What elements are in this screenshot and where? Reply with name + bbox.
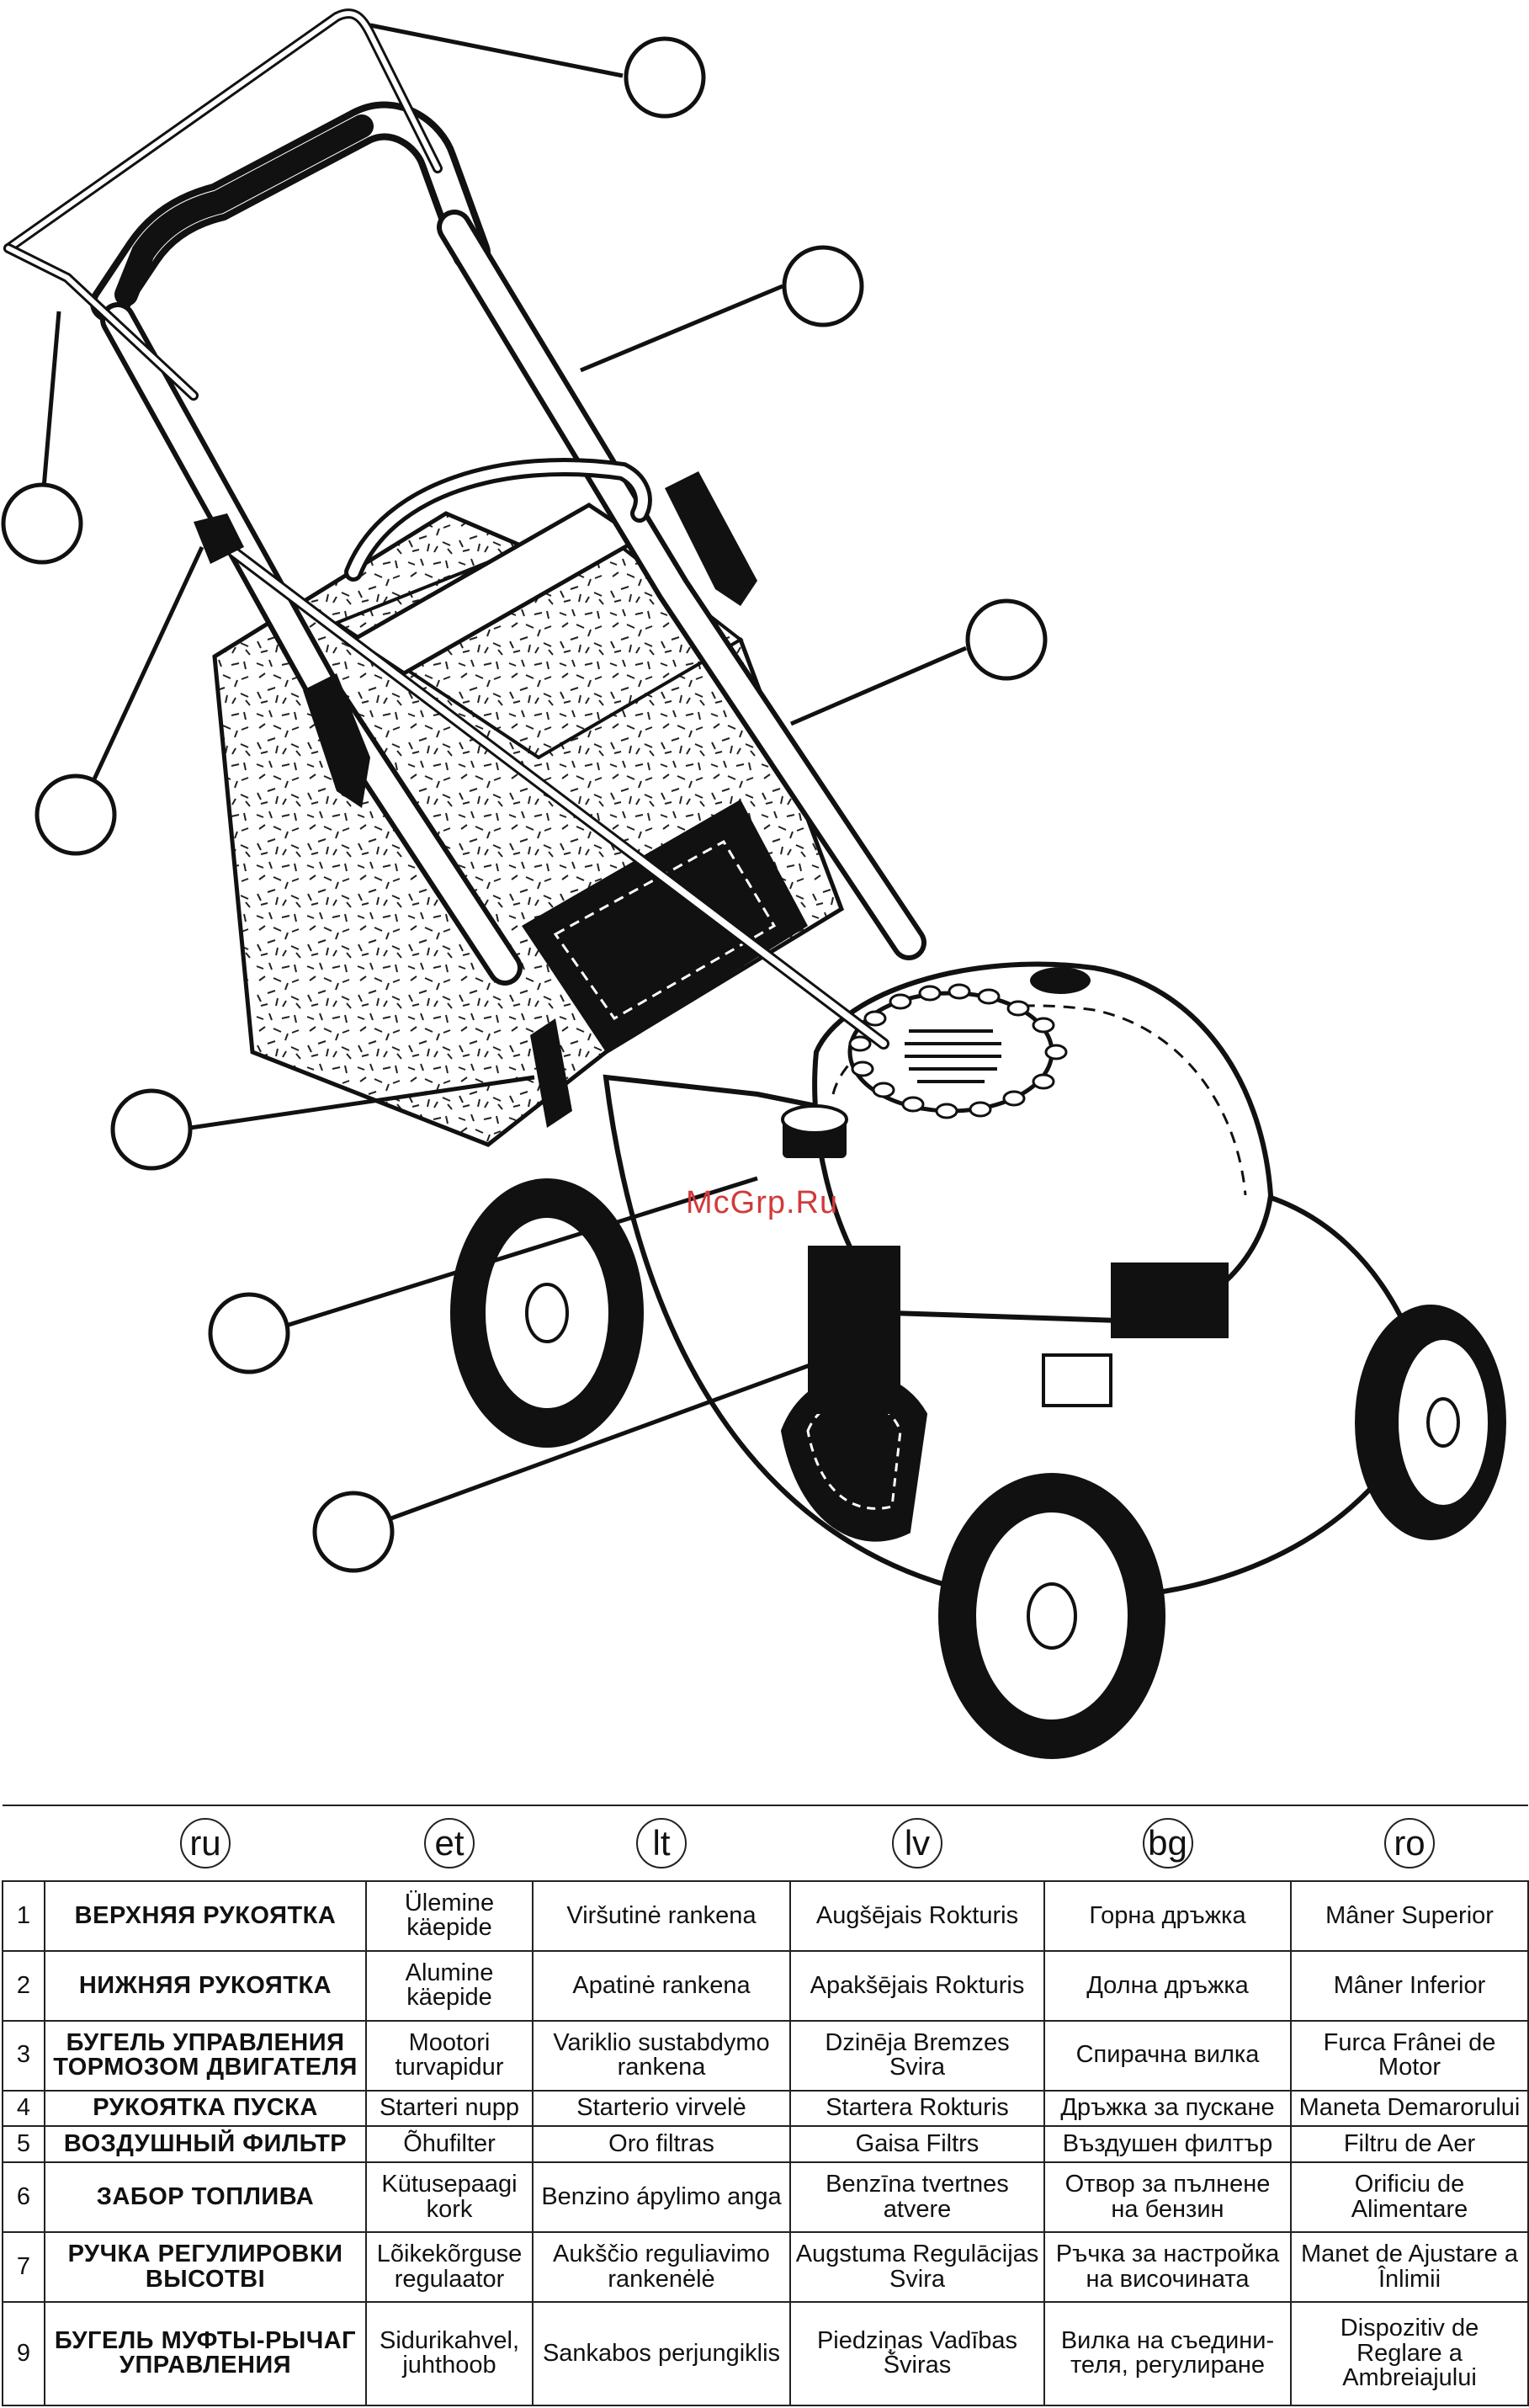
legend-row: 9 БУГЕЛЬ МУФТЫ-РЫЧАГ УПРАВЛЕНИЯ Sidurika…	[2, 2300, 1529, 2407]
row-number: 7	[2, 2231, 45, 2303]
row-number: 3	[2, 2019, 45, 2092]
parts-legend-table: ru et lt lv bg ro 1 ВЕРХНЯЯ РУКОЯТКА Üle…	[2, 1805, 1529, 2407]
cell-lv: Gaisa Filtrs	[789, 2125, 1045, 2164]
handle-clamps	[194, 471, 757, 1128]
legend-row: 7 РУЧКА РЕГУЛИРОВКИ ВЫСОТВI Lõikekõrguse…	[2, 2231, 1529, 2303]
cell-bg: Вилка на съедини-теля, регулиране	[1043, 2300, 1292, 2407]
callout-circle-2	[782, 245, 864, 327]
cell-ro: Dispozitiv de Reglare a Ambreiajului	[1290, 2300, 1529, 2407]
cell-bg: Спирачна вилка	[1043, 2019, 1292, 2092]
lang-header-ro: ro	[1291, 1805, 1528, 1882]
row-number: 6	[2, 2161, 45, 2234]
cell-lv: Apakšējais Rokturis	[789, 1949, 1045, 2022]
lang-header-bg: bg	[1044, 1805, 1291, 1882]
callout-circle-8	[312, 1491, 395, 1573]
callout-circle-1	[624, 36, 706, 119]
cell-lt: Apatinė rankena	[532, 1949, 791, 2022]
cell-lv: Augšējais Rokturis	[789, 1880, 1045, 1952]
lang-header-lv: lv	[790, 1805, 1044, 1882]
lang-badge: et	[424, 1818, 475, 1868]
cell-bg: Ръчка за настройка на височината	[1043, 2231, 1292, 2303]
lang-header-lt: lt	[533, 1805, 790, 1882]
lang-badge: ro	[1384, 1818, 1435, 1868]
front-right-wheel	[1355, 1305, 1506, 1540]
cell-et: Alumine käepide	[365, 1949, 534, 2022]
cell-et: Mootori turvapidur	[365, 2019, 534, 2092]
cell-bg: Въздушен филтър	[1043, 2125, 1292, 2164]
cell-bg: Дръжка за пускане	[1043, 2089, 1292, 2128]
callout-circle-6	[110, 1088, 193, 1171]
cell-lt: Viršutinė rankena	[532, 1880, 791, 1952]
cell-ru: БУГЕЛЬ УПРАВЛЕНИЯ ТОРМОЗОМ ДВИГАТЕЛЯ	[44, 2019, 367, 2092]
cell-bg: Долна дръжка	[1043, 1949, 1292, 2022]
row-number: 5	[2, 2125, 45, 2164]
cell-lt: Benzino ápylimo anga	[532, 2161, 791, 2234]
cell-ru: ВЕРХНЯЯ РУКОЯТКА	[44, 1880, 367, 1952]
cell-ru: НИЖНЯЯ РУКОЯТКА	[44, 1949, 367, 2022]
cell-et: Ülemine käepide	[365, 1880, 534, 1952]
lang-badge: bg	[1142, 1818, 1193, 1868]
lang-badge: lv	[892, 1818, 942, 1868]
cell-lt: Sankabos perjungiklis	[532, 2300, 791, 2407]
row-number: 4	[2, 2089, 45, 2128]
cell-ro: Filtru de Aer	[1290, 2125, 1529, 2164]
lang-badge: lt	[636, 1818, 687, 1868]
callout-circle-5	[35, 773, 117, 856]
cell-ro: Manet de Ajustare a Înlimii	[1290, 2231, 1529, 2303]
legend-row: 1 ВЕРХНЯЯ РУКОЯТКА Ülemine käepide Viršu…	[2, 1880, 1529, 1952]
callouts	[1, 23, 1048, 1573]
cell-ro: Orificiu de Alimentare	[1290, 2161, 1529, 2234]
cell-ru: РУКОЯТКА ПУСКА	[44, 2089, 367, 2128]
cell-ru: ЗАБОР ТОПЛИВА	[44, 2161, 367, 2234]
cell-et: Sidurikahvel, juhthoob	[365, 2300, 534, 2407]
watermark: McGrp.Ru	[686, 1185, 839, 1220]
handles	[3, 8, 926, 1050]
cell-et: Starteri nupp	[365, 2089, 534, 2128]
rear-left-wheel	[450, 1178, 644, 1448]
cell-bg: Горна дръжка	[1043, 1880, 1292, 1952]
legend-row: 6 ЗАБОР ТОПЛИВА Kütusepaagi kork Benzino…	[2, 2161, 1529, 2234]
cell-et: Õhufilter	[365, 2125, 534, 2164]
row-number: 9	[2, 2300, 45, 2407]
legend-row: 3 БУГЕЛЬ УПРАВЛЕНИЯ ТОРМОЗОМ ДВИГАТЕЛЯ M…	[2, 2019, 1529, 2092]
cell-lt: Oro filtras	[532, 2125, 791, 2164]
cell-ru: БУГЕЛЬ МУФТЫ-РЫЧАГ УПРАВЛЕНИЯ	[44, 2300, 367, 2407]
row-number: 1	[2, 1880, 45, 1952]
legend-header-row: ru et lt lv bg ro	[3, 1805, 1528, 1882]
callout-circle-3	[1, 482, 83, 565]
lang-header-ru: ru	[45, 1805, 366, 1882]
cell-lt: Variklio sustabdymo rankena	[532, 2019, 791, 2092]
cell-lv: Startera Rokturis	[789, 2089, 1045, 2128]
cell-lv: Augstuma Regulācijas Svira	[789, 2231, 1045, 2303]
header-num-cell	[3, 1805, 45, 1882]
lang-badge: ru	[180, 1818, 231, 1868]
cell-lv: Benzīna tvertnes atvere	[789, 2161, 1045, 2234]
cell-ro: Maneta Demarorului	[1290, 2089, 1529, 2128]
cell-lv: Piedziņas Vadības Šviras	[789, 2300, 1045, 2407]
front-left-wheel	[938, 1473, 1165, 1759]
lang-header-et: et	[366, 1805, 533, 1882]
cell-et: Lõikekõrguse regulaator	[365, 2231, 534, 2303]
callout-circle-7	[208, 1292, 290, 1374]
legend-row: 4 РУКОЯТКА ПУСКА Starteri nupp Starterio…	[2, 2089, 1529, 2128]
cell-ro: Mâner Inferior	[1290, 1949, 1529, 2022]
callout-circle-4	[965, 598, 1048, 681]
cell-et: Kütusepaagi kork	[365, 2161, 534, 2234]
engine	[781, 961, 1274, 1414]
legend-row: 5 ВОЗДУШНЫЙ ФИЛЬТР Õhufilter Oro filtras…	[2, 2125, 1529, 2164]
cell-lt: Aukščio reguliavimo rankenėlė	[532, 2231, 791, 2303]
row-number: 2	[2, 1949, 45, 2022]
cell-ro: Furca Frânei de Motor	[1290, 2019, 1529, 2092]
wheels	[450, 1178, 1506, 1759]
legend-row: 2 НИЖНЯЯ РУКОЯТКА Alumine käepide Apatin…	[2, 1949, 1529, 2022]
lawn-mower-illustration	[1, 8, 1506, 1759]
cell-bg: Отвор за пълнене на бензин	[1043, 2161, 1292, 2234]
cell-ru: РУЧКА РЕГУЛИРОВКИ ВЫСОТВI	[44, 2231, 367, 2303]
cell-lt: Starterio virvelė	[532, 2089, 791, 2128]
cell-ro: Mâner Superior	[1290, 1880, 1529, 1952]
cell-ru: ВОЗДУШНЫЙ ФИЛЬТР	[44, 2125, 367, 2164]
cell-lv: Dzinēja Bremzes Svira	[789, 2019, 1045, 2092]
